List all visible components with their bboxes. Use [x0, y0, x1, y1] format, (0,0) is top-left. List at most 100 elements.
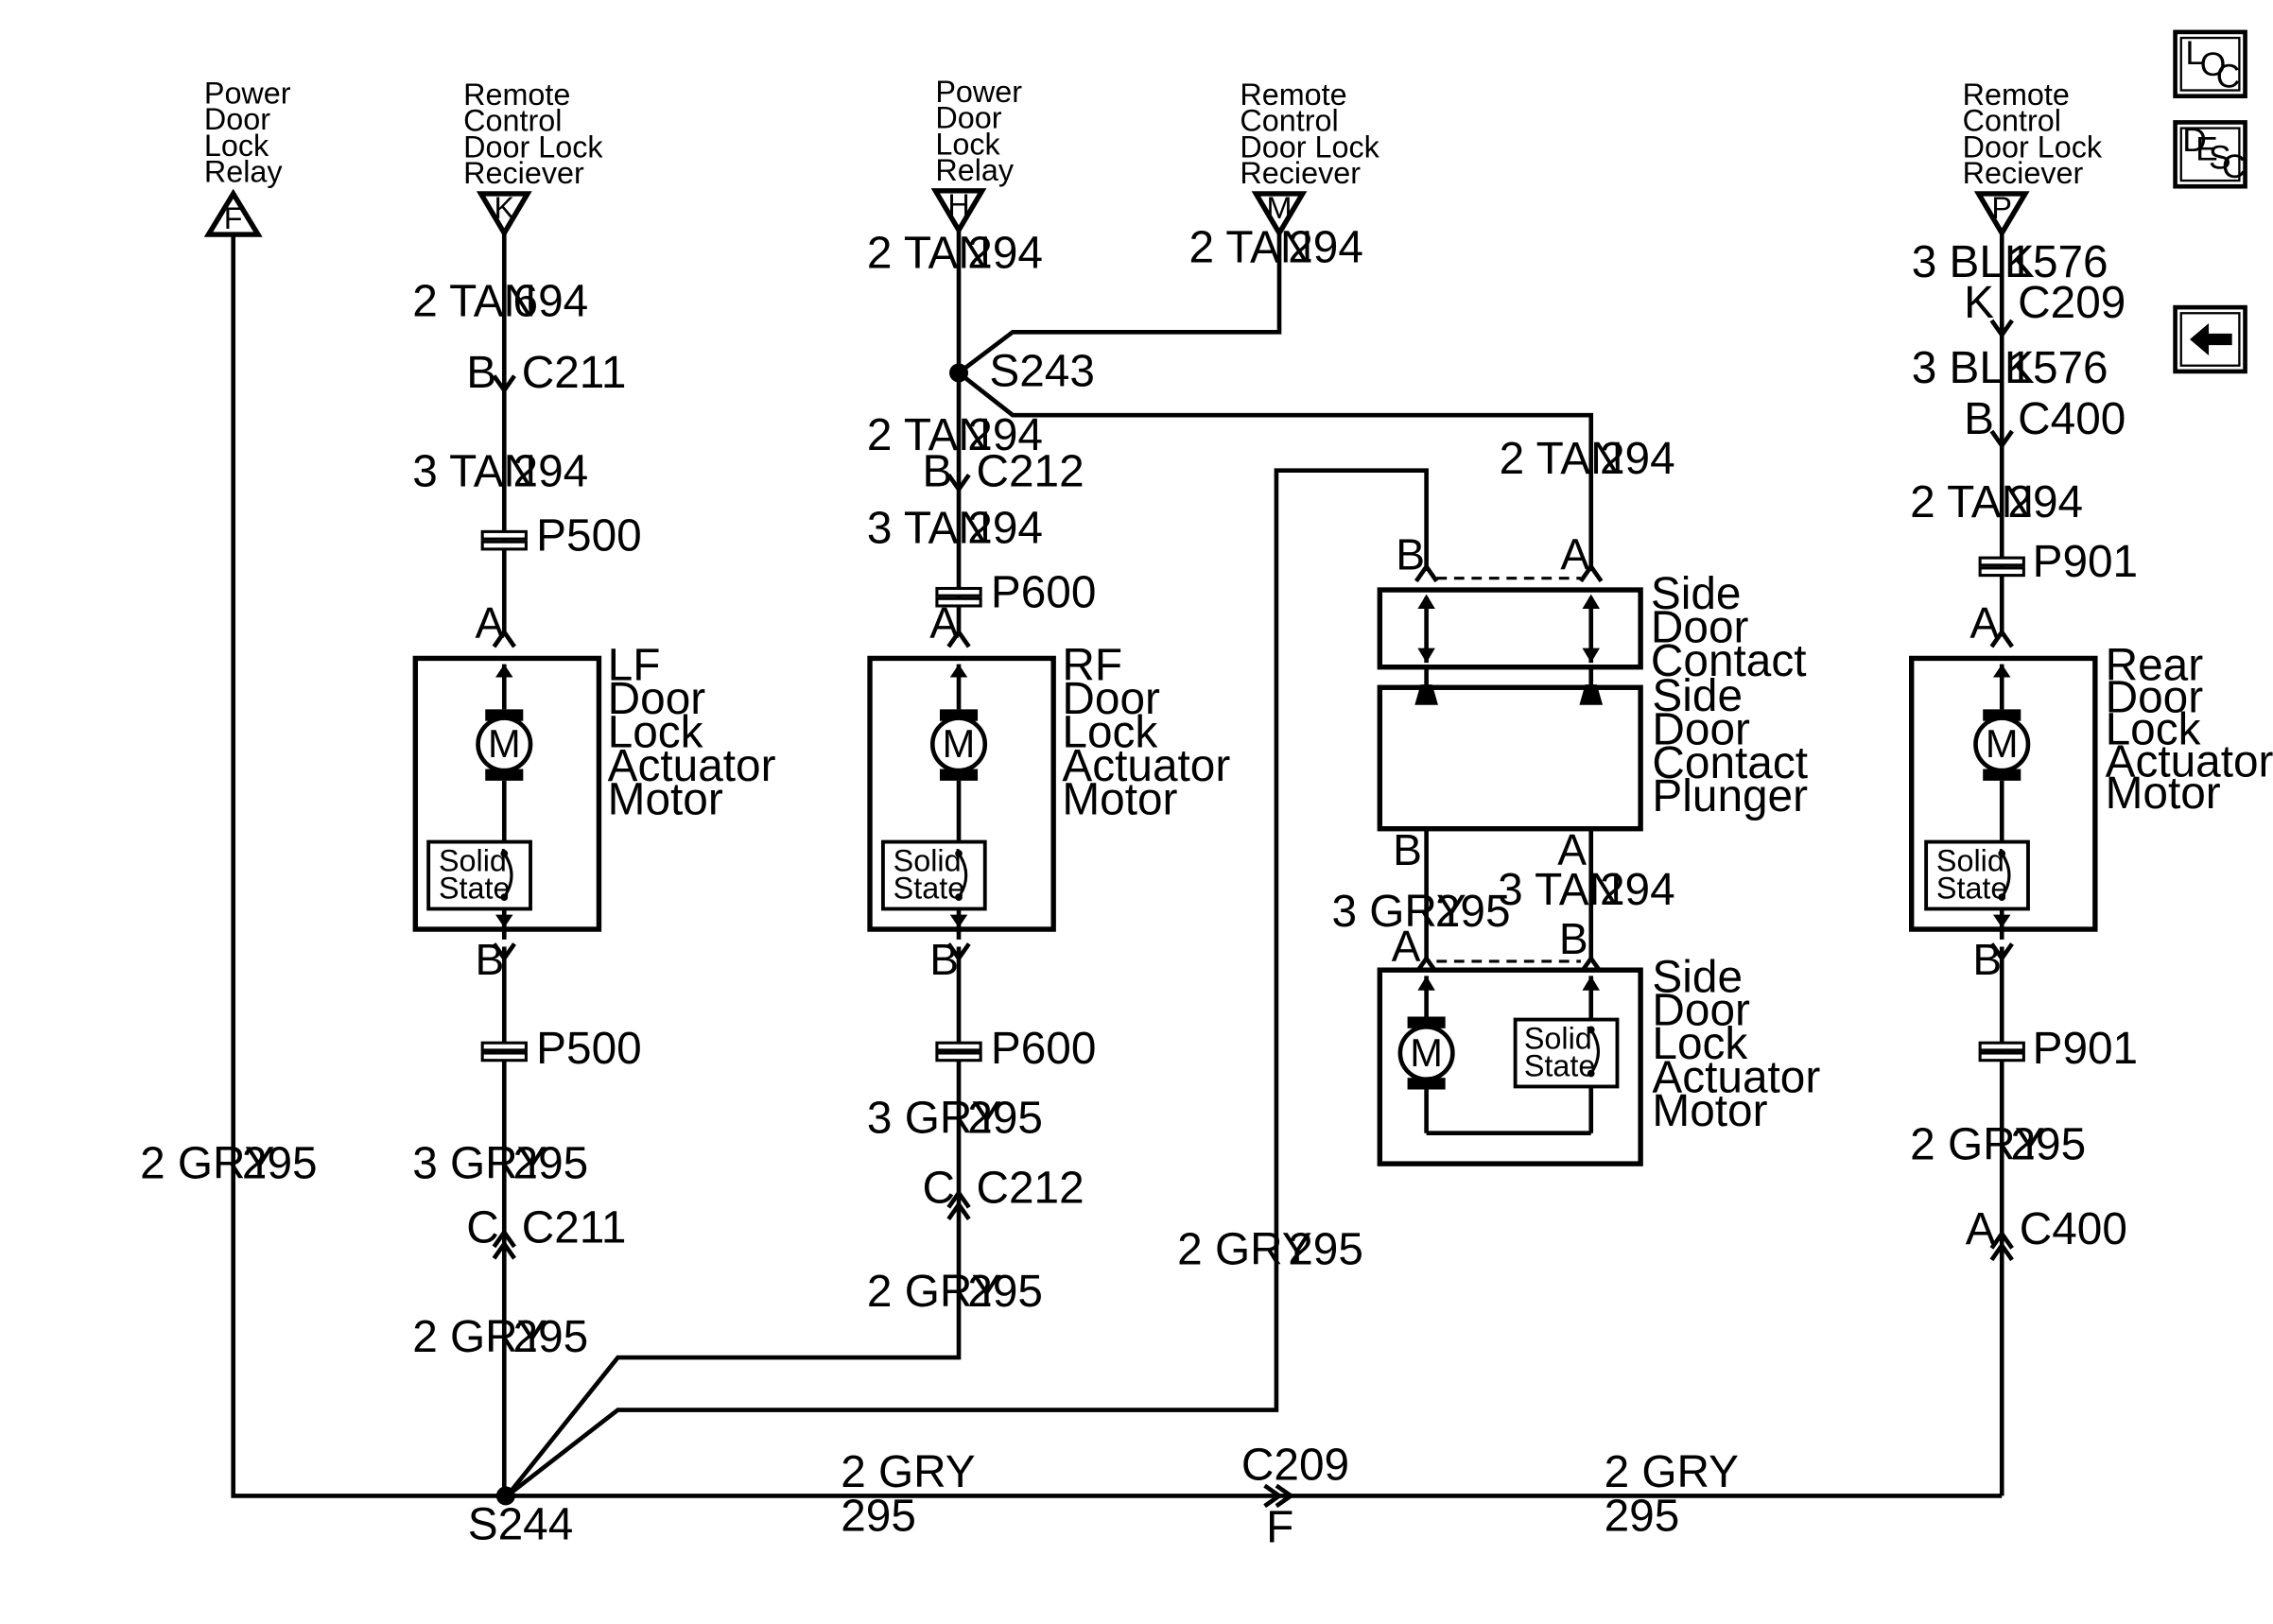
plunger-icon [1579, 684, 1604, 705]
source-label-line: Power [204, 76, 291, 110]
arrow-up-icon [1417, 976, 1435, 991]
wire-gauge: 3 GRY [412, 1139, 547, 1189]
rf-column: 2 TAN 294 S243 2 TAN 294 B C212 3 TAN 29… [867, 229, 1230, 1318]
connector-name: C400 [2018, 394, 2126, 444]
connector-name: P500 [536, 1024, 642, 1074]
connector-name: P600 [991, 568, 1097, 618]
source-label-line: Lock [204, 129, 269, 163]
wire-circuit: 295 [967, 1267, 1043, 1317]
arrow-up-icon [1417, 594, 1435, 610]
motor-label: M [488, 721, 521, 766]
desc-button[interactable]: D E S C [2173, 120, 2247, 189]
component-title-line: Door [1062, 674, 1160, 724]
wire-circuit: 294 [1600, 865, 1675, 915]
wire-circuit: 294 [2007, 477, 2083, 527]
wire-gauge: 2 TAN [1189, 222, 1312, 272]
connector-name: C212 [977, 447, 1084, 497]
connector-pin: A [1392, 922, 1421, 971]
plunger-icon [1414, 684, 1438, 705]
inline-connector-icon [1978, 556, 2025, 578]
arrow-down-icon [1992, 914, 2011, 928]
switch-icon [2000, 853, 2011, 898]
wire-s243-to-contact [957, 371, 1594, 571]
source-rcdl-k: Remote Control Door Lock Reciever K [463, 78, 603, 238]
loc-icon-letter: O [2200, 45, 2227, 83]
source-pdlr-h: Power Door Lock Relay H [930, 75, 1022, 235]
inline-connector-icon [935, 586, 982, 608]
wire-circuit: 295 [2010, 1119, 2086, 1169]
source-triangle-up-icon [203, 188, 263, 237]
source-label-line: Control [1240, 104, 1338, 138]
back-button[interactable] [2173, 304, 2247, 374]
source-triangle-down-icon [1973, 191, 2030, 238]
connector-chevron-icon [492, 374, 516, 394]
connector-pin: A [1557, 825, 1587, 874]
wire-gauge: 3 BLK [1912, 343, 2035, 393]
connector-pin: B [1972, 935, 2002, 984]
source-label-line: Lock [935, 127, 1000, 161]
wire-gauge: 2 TAN [1910, 477, 2034, 527]
component-title-line: Door [1651, 602, 1749, 652]
motor-icon: M [1973, 709, 2031, 781]
solid-state-label: Solid [1524, 1021, 1592, 1055]
source-label-line: Door Lock [1963, 130, 2103, 164]
arrow-up-icon [1582, 976, 1600, 991]
splice-name: S244 [468, 1500, 574, 1550]
source-pin: F [224, 201, 243, 235]
wire-circuit: 694 [513, 276, 589, 326]
wire-circuit: 294 [1600, 434, 1675, 484]
source-label-line: Reciever [1240, 156, 1361, 190]
source-label-line: Reciever [1963, 156, 2084, 190]
wire-gauge: 2 GRY [1605, 1447, 1739, 1497]
wire-gauge: 2 GRY [412, 1312, 547, 1362]
loc-icon-letter: C [2216, 57, 2241, 95]
source-label-line: Remote [1963, 78, 2070, 112]
source-label-line: Door [935, 101, 1001, 135]
source-label-line: Door Lock [463, 130, 603, 164]
solid-state-label: Solid [1936, 843, 2004, 877]
solid-state-label: State [1936, 872, 2008, 906]
arrow-up-icon [949, 664, 968, 678]
source-label-line: Relay [935, 153, 1015, 187]
source-label-line: Remote [1240, 78, 1346, 112]
source-pin: H [947, 188, 969, 222]
wire-circuit: 295 [1435, 887, 1511, 937]
splice-dot-icon [949, 363, 969, 383]
connector-pin: B [929, 935, 959, 984]
arrow-up-icon [1992, 664, 2011, 678]
component-title-line: Contact [1651, 636, 1807, 686]
source-label-line: Power [935, 75, 1022, 109]
connector-pin: B [923, 447, 953, 497]
connector-chevron-icon [1989, 429, 2014, 450]
component-title-line: Side [1652, 671, 1743, 721]
connector-pin: B [475, 935, 504, 984]
desc-icon-letter: S [2209, 139, 2231, 177]
wire-circuit: 295 [1605, 1491, 1680, 1541]
connector-name: P901 [2033, 1024, 2139, 1074]
solid-state-label: Solid [439, 843, 507, 877]
source-label-line: Door Lock [1240, 130, 1379, 164]
side-door-group: 2 TAN 294 B A Side Door Contact Side Doo… [1177, 434, 1820, 1275]
wire-circuit: 1576 [2007, 237, 2108, 287]
component-title-line: Plunger [1652, 771, 1808, 821]
motor-label: M [1986, 721, 2019, 766]
wire-circuit: 294 [1288, 222, 1363, 272]
switch-icon [502, 853, 513, 898]
wire-gauge: 2 TAN [1500, 434, 1623, 484]
wire-circuit: 295 [242, 1139, 318, 1189]
source-label-line: Control [463, 104, 562, 138]
loc-button[interactable]: L O C [2173, 29, 2247, 99]
connector-pin: B [1396, 529, 1425, 579]
wire-circuit: 294 [967, 410, 1043, 460]
source-pin: P [1991, 191, 2012, 225]
motor-icon: M [929, 709, 988, 781]
wire-gauge: 3 GRY [1331, 887, 1466, 937]
wire-gauge: 3 TAN [867, 504, 991, 554]
solid-state-box [880, 839, 987, 911]
rear-column: 3 BLK 1576 K C209 3 BLK 1576 B C400 2 TA… [1909, 237, 2273, 1262]
connector-pin: B [1559, 914, 1588, 963]
arrow-up-icon [1582, 594, 1600, 610]
connector-chevron-icon [1989, 319, 2014, 339]
wire-circuit: 1576 [2007, 343, 2108, 393]
